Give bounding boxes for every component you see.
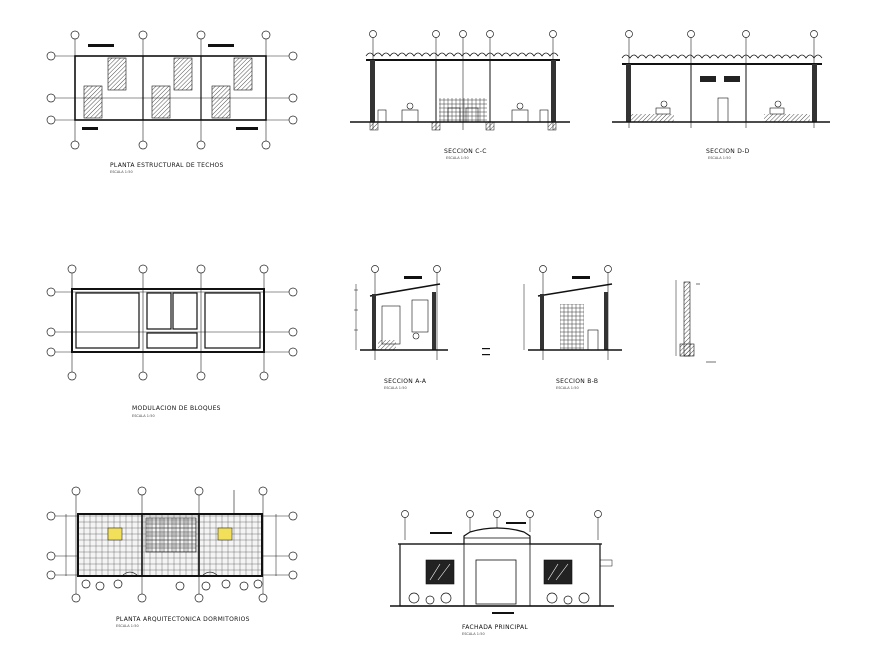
block-modulation-scale: ESCALA 1:50: [132, 414, 155, 418]
dorm-plan-scale: ESCALA 1:50: [116, 624, 139, 628]
section-cc-title: SECCION C-C: [444, 148, 487, 155]
section-bb-drawing: [523, 265, 622, 360]
roof-plan-scale: ESCALA 1:50: [110, 170, 133, 174]
block-modulation-title: MODULACION DE BLOQUES: [132, 405, 221, 412]
section-bb-title: SECCION B-B: [556, 378, 599, 385]
roof-plan-drawing: [46, 30, 298, 150]
dorm-plan-drawing: [46, 486, 298, 603]
section-dd-scale: ESCALA 1:50: [708, 156, 731, 160]
section-dd-title: SECCION D-D: [706, 148, 750, 155]
dorm-plan-title: PLANTA ARQUITECTONICA DORMITORIOS: [116, 616, 250, 623]
section-bb-scale: ESCALA 1:50: [556, 386, 579, 390]
section-aa-title: SECCION A-A: [384, 378, 427, 385]
roof-plan-title: PLANTA ESTRUCTURAL DE TECHOS: [110, 162, 224, 169]
section-dd-drawing: [612, 30, 830, 128]
main-facade-title: FACHADA PRINCIPAL: [462, 624, 529, 631]
main-facade-scale: ESCALA 1:50: [462, 632, 485, 636]
section-cc-drawing: [350, 30, 570, 131]
section-aa-scale: ESCALA 1:50: [384, 386, 407, 390]
section-aa-drawing: [354, 265, 490, 360]
wall-detail-drawing: [675, 280, 716, 363]
block-modulation-drawing: [46, 264, 298, 381]
main-facade-drawing: [390, 510, 614, 614]
section-cc-scale: ESCALA 1:50: [446, 156, 469, 160]
